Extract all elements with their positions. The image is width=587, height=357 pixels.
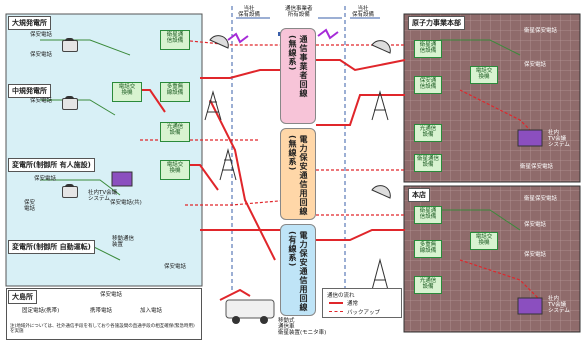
region-dam-title: 大規発電所: [8, 16, 51, 30]
phone-icon: [62, 96, 78, 110]
legend-title: 通信の流れ: [327, 293, 355, 299]
top-label-company-right: 当社 保有設備: [352, 6, 375, 18]
nuclear-eq-sat: 衛星通 信設備: [414, 40, 442, 58]
main-phone-3: 保安電話: [524, 252, 547, 258]
eq-phone-left: 電話交 換機: [160, 160, 190, 180]
legend-normal-line: [329, 302, 343, 304]
phone-icon: [62, 38, 78, 52]
tv-system-left: 社内TV会議 システム: [88, 190, 118, 202]
nuclear-phone-1: 衛星保安電話: [524, 28, 558, 34]
bottom-item-3: 加入電話: [140, 308, 163, 314]
main-phone-1: 衛星保安電話: [524, 196, 558, 202]
nuclear-tv: 社内 TV会議 システム: [548, 130, 570, 148]
substation-phone-2: 保安電話(共): [110, 200, 142, 206]
bottom-item-2: 携帯電話: [90, 308, 113, 314]
region-auto-title: 変電所(制御所 自動運転): [8, 240, 95, 254]
nuclear-phone-3: 衛星保安電話: [520, 164, 554, 170]
legend-normal: 通常: [347, 301, 359, 307]
top-label-carrier: 通信事業者 所有設備: [285, 6, 313, 18]
power-wired-label: 電力保安通信用回線 (有線系): [288, 231, 308, 312]
vehicle-label: 移動式 通信車 衛星装置(モニタ車): [278, 318, 327, 336]
region-nuclear-title: 原子力事業本部: [408, 16, 465, 30]
region-small-title: 中規発電所: [8, 84, 51, 98]
nuclear-eq-exchange: 電話交 換機: [470, 66, 498, 84]
main-eq-exchange: 電話交 換機: [470, 232, 498, 250]
substation-phone: 保安電話: [34, 176, 57, 182]
substation-pbx: 保安 電話: [24, 200, 36, 212]
mobile-equipment: 移動通信 装置: [112, 236, 135, 248]
bottom-note: 注)地域外については、社外通信手段を有しており各施設間の直通手段の相互確保(緊急…: [10, 324, 195, 334]
region-substation-title: 変電所(制御所 有人施設): [8, 158, 95, 172]
region-main-title: 本店: [408, 188, 430, 202]
eq-multi-left: 多重無 線設備: [160, 82, 190, 102]
power-wireless-label: 電力保安通信用回線 (無線系): [288, 135, 308, 216]
main-eq-multi: 多重無 線設備: [414, 240, 442, 258]
bottom-item-1: 固定電話(携帯): [22, 308, 60, 314]
nuclear-eq-sec: 保安通 信設備: [414, 76, 442, 94]
phone-icon: [62, 184, 78, 198]
nuclear-eq-optic: 光通信 設備: [414, 124, 442, 142]
eq-sat-left: 衛星通 信設備: [160, 30, 190, 50]
top-label-company-left: 当社 保有設備: [238, 6, 261, 18]
eq-radio-left: 電話交 換機: [112, 82, 142, 102]
dam-phone-1: 保安電話: [30, 32, 53, 38]
dam-phone-2: 保安電話: [30, 52, 53, 58]
power-wireless-column: 電力保安通信用回線 (無線系): [280, 128, 316, 220]
power-wired-column: 電力保安通信用回線 (有線系): [280, 224, 316, 316]
branch-region: [6, 288, 202, 340]
carrier-lines-column: 通信事業者回線 (無線系): [280, 28, 316, 124]
main-phone-2: 保安電話: [524, 222, 547, 228]
legend-backup: バックアップ: [347, 310, 381, 316]
main-eq-sat: 衛星通 信設備: [414, 206, 442, 224]
nuclear-phone-2: 保安電話: [524, 62, 547, 68]
legend: 通信の流れ 通常 バックアップ: [322, 288, 402, 318]
legend-backup-line: [329, 311, 343, 312]
auto-phone: 保安電話: [164, 264, 187, 270]
nuclear-eq-sat2: 衛星通信 設備: [414, 154, 442, 172]
main-eq-optic: 光通信 設備: [414, 276, 442, 294]
region-branch-title: 大島所: [8, 290, 37, 304]
carrier-lines-label: 通信事業者回線 (無線系): [288, 35, 308, 98]
eq-optic-left: 光通信 設備: [160, 122, 190, 142]
main-tv: 社内 TV会議 システム: [548, 296, 570, 314]
small-phone: 保安電話: [30, 98, 53, 104]
bottom-phone-title: 保安電話: [100, 292, 123, 298]
